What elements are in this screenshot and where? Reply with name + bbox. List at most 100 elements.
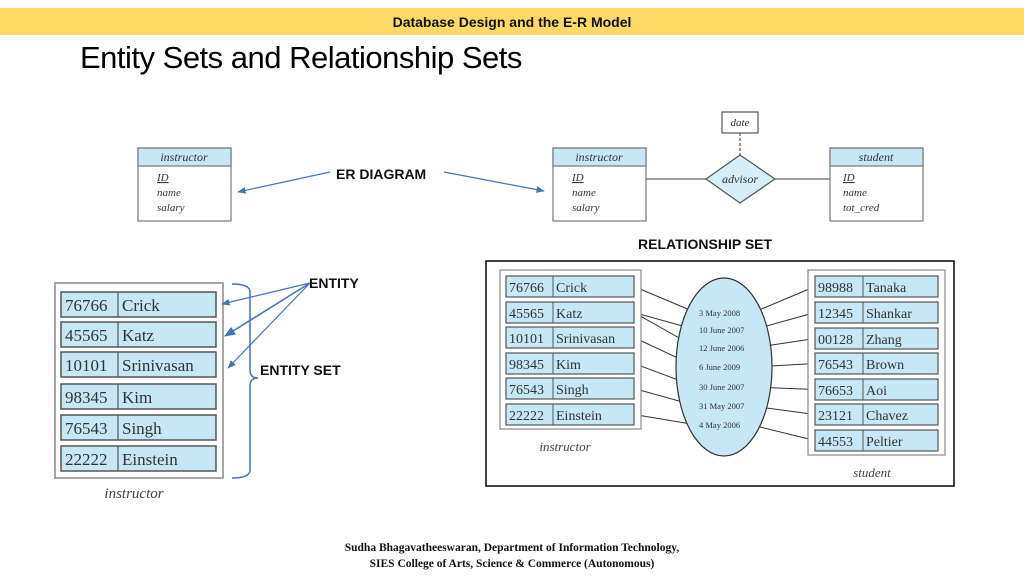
er-attribute: ID [842,172,855,184]
entity-set-bracket [231,283,259,479]
instructor-id: 45565 [509,307,544,322]
student-name: Tanaka [866,281,907,296]
er-arrow-right [443,171,545,193]
er-attribute: name [572,187,596,199]
student-id: 76543 [818,358,853,373]
student-name: Aoi [866,384,887,399]
student-row: 12345 Shankar [814,301,939,324]
student-name: Shankar [866,307,912,322]
slide-title: Entity Sets and Relationship Sets [80,40,522,75]
er-attribute: tot_cred [843,202,880,214]
footer-line-1: Sudha Bhagavatheeswaran, Department of I… [344,542,680,554]
er-attribute: salary [157,202,185,214]
student-id: 98988 [818,281,853,296]
relationship-attribute-box [721,111,759,134]
student-link [751,424,816,441]
relationship-ellipse [675,277,773,457]
entity-name: Einstein [122,450,178,469]
student-id: 76653 [818,384,853,399]
student-row: 76543 Brown [814,352,939,375]
student-link [751,286,816,314]
student-row: 98988 Tanaka [814,275,939,298]
entity-set-table: instructor 76766 Crick 45565 Katz 10101 Srini… [54,282,224,502]
student-id: 23121 [818,409,853,424]
entity-arrow [224,282,311,337]
entity-arrow [221,282,311,306]
er-entity-name: instructor [160,150,208,164]
relationship-date: 3 May 2008 [699,308,740,318]
instructor-id: 10101 [509,332,544,347]
entity-name: Crick [122,296,160,315]
relationship-date: 10 June 2007 [699,325,744,335]
entity-name: Katz [122,326,155,345]
student-id: 12345 [818,307,853,322]
entity-name: Srinivasan [122,356,194,375]
er-entity-name: instructor [575,150,623,164]
relationship-date: 6 June 2009 [699,362,740,372]
instructor-row: 22222 Einstein [505,403,635,426]
er-arrow-left [237,171,331,194]
entity-id: 98345 [65,388,108,407]
instructor-caption: instructor [539,439,591,454]
instructor-id: 98345 [509,358,544,373]
entity-id: 10101 [65,356,108,375]
er-attribute: salary [572,202,600,214]
student-caption: student [853,465,891,480]
relationship-date: 31 May 2007 [699,401,744,411]
instructor-name: Singh [556,383,589,398]
er-attribute: ID [156,172,169,184]
er-attribute: ID [571,172,584,184]
entity-id: 76543 [65,419,108,438]
er-entity-instructor-left: instructor ID name salary [137,147,232,222]
student-row: 23121 Chavez [814,403,939,426]
banner-text: Database Design and the E-R Model [392,13,632,30]
student-id: 00128 [818,333,853,348]
student-name: Chavez [866,409,908,424]
relationship-diamond [704,154,777,204]
instructor-id: 22222 [509,409,544,424]
entity-row: 76766 Crick [60,291,217,318]
instructor-row: 98345 Kim [505,352,635,375]
relationship-name: advisor [722,172,758,186]
entity-row: 45565 Katz [60,321,217,348]
entity-name: Kim [122,388,152,407]
relationship-set-label: RELATIONSHIP SET [638,236,773,252]
entity-id: 22222 [65,450,108,469]
entity-set-label: ENTITY SET [260,362,341,378]
instructor-id: 76766 [509,281,544,296]
er-diagram-full: instructor ID name salary advisor date s… [552,111,924,222]
instructor-id: 76543 [509,383,544,398]
instructor-row: 76543 Singh [505,377,635,400]
instructor-row: 10101 Srinivasan [505,326,635,349]
er-attribute: name [157,187,181,199]
student-row: 76653 Aoi [814,378,939,401]
entity-set-caption: instructor [104,486,163,502]
student-name: Zhang [866,333,902,348]
student-id: 44553 [818,435,853,450]
entity-row: 10101 Srinivasan [60,351,217,378]
header-banner: Database Design and the E-R Model [0,8,1024,35]
instructor-name: Kim [556,358,581,373]
entity-id: 76766 [65,296,108,315]
relationship-date: 4 May 2006 [699,420,740,430]
entity-name: Singh [122,419,162,438]
er-diagram-label: ER DIAGRAM [336,166,427,182]
relationship-date: 30 June 2007 [699,382,744,392]
instructor-link [633,286,698,314]
student-name: Brown [866,358,904,373]
entity-id: 45565 [65,326,108,345]
instructor-name: Srinivasan [556,332,615,347]
instructor-name: Crick [556,281,587,296]
instructor-name: Einstein [556,409,602,424]
entity-row: 98345 Kim [60,383,217,410]
student-row: 00128 Zhang [814,327,939,350]
entity-label: ENTITY [309,275,359,291]
er-entity-name: student [859,150,894,164]
footer-line-2: SIES College of Arts, Science & Commerce… [369,558,655,570]
entity-row: 22222 Einstein [60,445,217,472]
relationship-attribute: date [731,117,750,129]
